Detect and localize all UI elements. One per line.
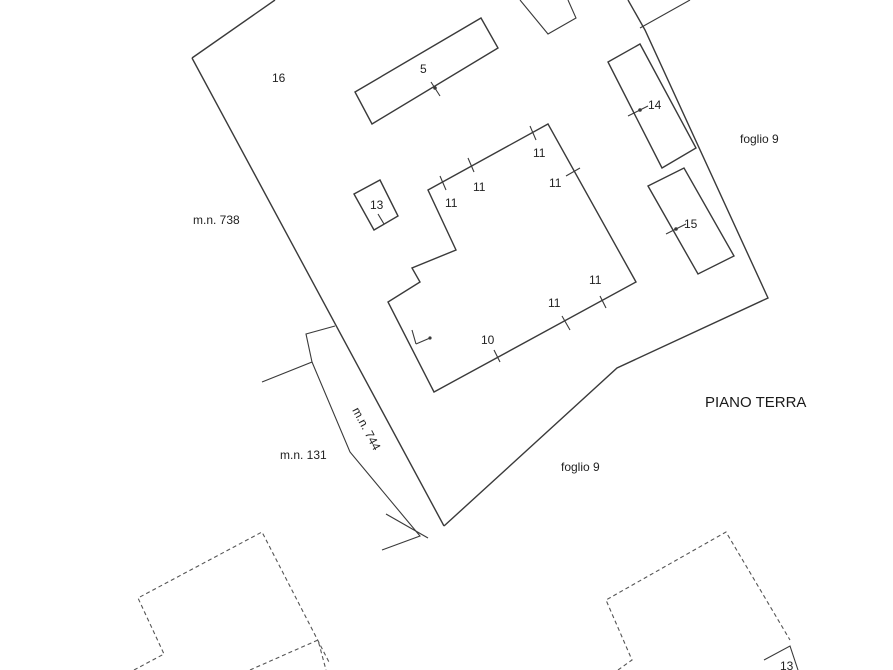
block-14-number: 14 (648, 98, 662, 112)
block-5-number: 5 (420, 62, 427, 76)
main-building (387, 123, 637, 393)
block-13-number: 13 (370, 198, 384, 212)
dimension-label: 11 (445, 196, 458, 210)
dimension-label: 11 (549, 176, 562, 190)
strip-parcel-label: m.n. 744 (349, 405, 383, 453)
corner-number: 13 (780, 659, 794, 670)
building-block-13 (353, 179, 399, 231)
building-block-15 (647, 167, 735, 275)
dimension-label: 11 (548, 296, 561, 310)
west-parcel-label: m.n. 738 (193, 213, 240, 227)
dimension-label: 10 (481, 333, 495, 347)
floor-label: PIANO TERRA (705, 394, 806, 411)
building-block-14 (607, 43, 697, 169)
dimension-label: 11 (473, 180, 486, 194)
dimension-label: 11 (589, 273, 602, 287)
sheet-label-south: foglio 9 (561, 460, 600, 474)
neighbour-building-south-east (605, 531, 799, 670)
building-block-5 (354, 17, 499, 125)
parcel-number-label: 16 (272, 71, 286, 85)
south-west-parcel-label: m.n. 131 (280, 448, 327, 462)
dimension-label: 11 (533, 146, 546, 160)
main-parcel-outline (191, 0, 769, 527)
sheet-label-east: foglio 9 (740, 132, 779, 146)
neighbour-building-south-west (133, 531, 331, 670)
block-15-number: 15 (684, 217, 698, 231)
strip-parcel-outline (261, 325, 429, 551)
